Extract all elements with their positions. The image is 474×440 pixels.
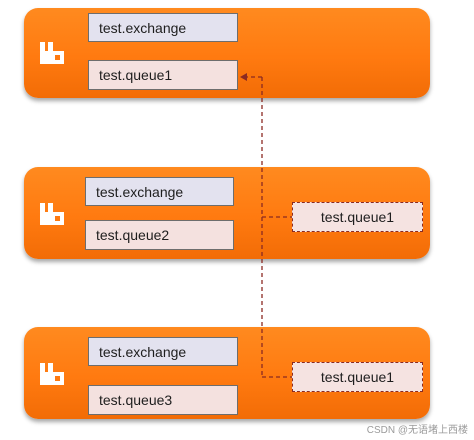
queue-box: test.queue1	[88, 60, 238, 90]
mirror-queue-box: test.queue1	[292, 362, 423, 392]
broker-node-2: test.exchange test.queue2 test.queue1	[24, 167, 430, 259]
rabbitmq-logo-icon	[38, 201, 66, 227]
broker-node-1: test.exchange test.queue1	[24, 8, 430, 98]
mirror-queue-box: test.queue1	[292, 202, 423, 232]
watermark: CSDN @无语堵上西楼	[366, 425, 468, 436]
queue-box: test.queue2	[85, 220, 234, 250]
rabbitmq-logo-icon	[38, 40, 66, 66]
broker-node-3: test.exchange test.queue3 test.queue1	[24, 327, 430, 419]
queue-box: test.queue3	[88, 385, 238, 415]
exchange-box: test.exchange	[88, 337, 238, 366]
exchange-box: test.exchange	[88, 13, 238, 42]
exchange-box: test.exchange	[85, 177, 234, 206]
rabbitmq-logo-icon	[38, 361, 66, 387]
